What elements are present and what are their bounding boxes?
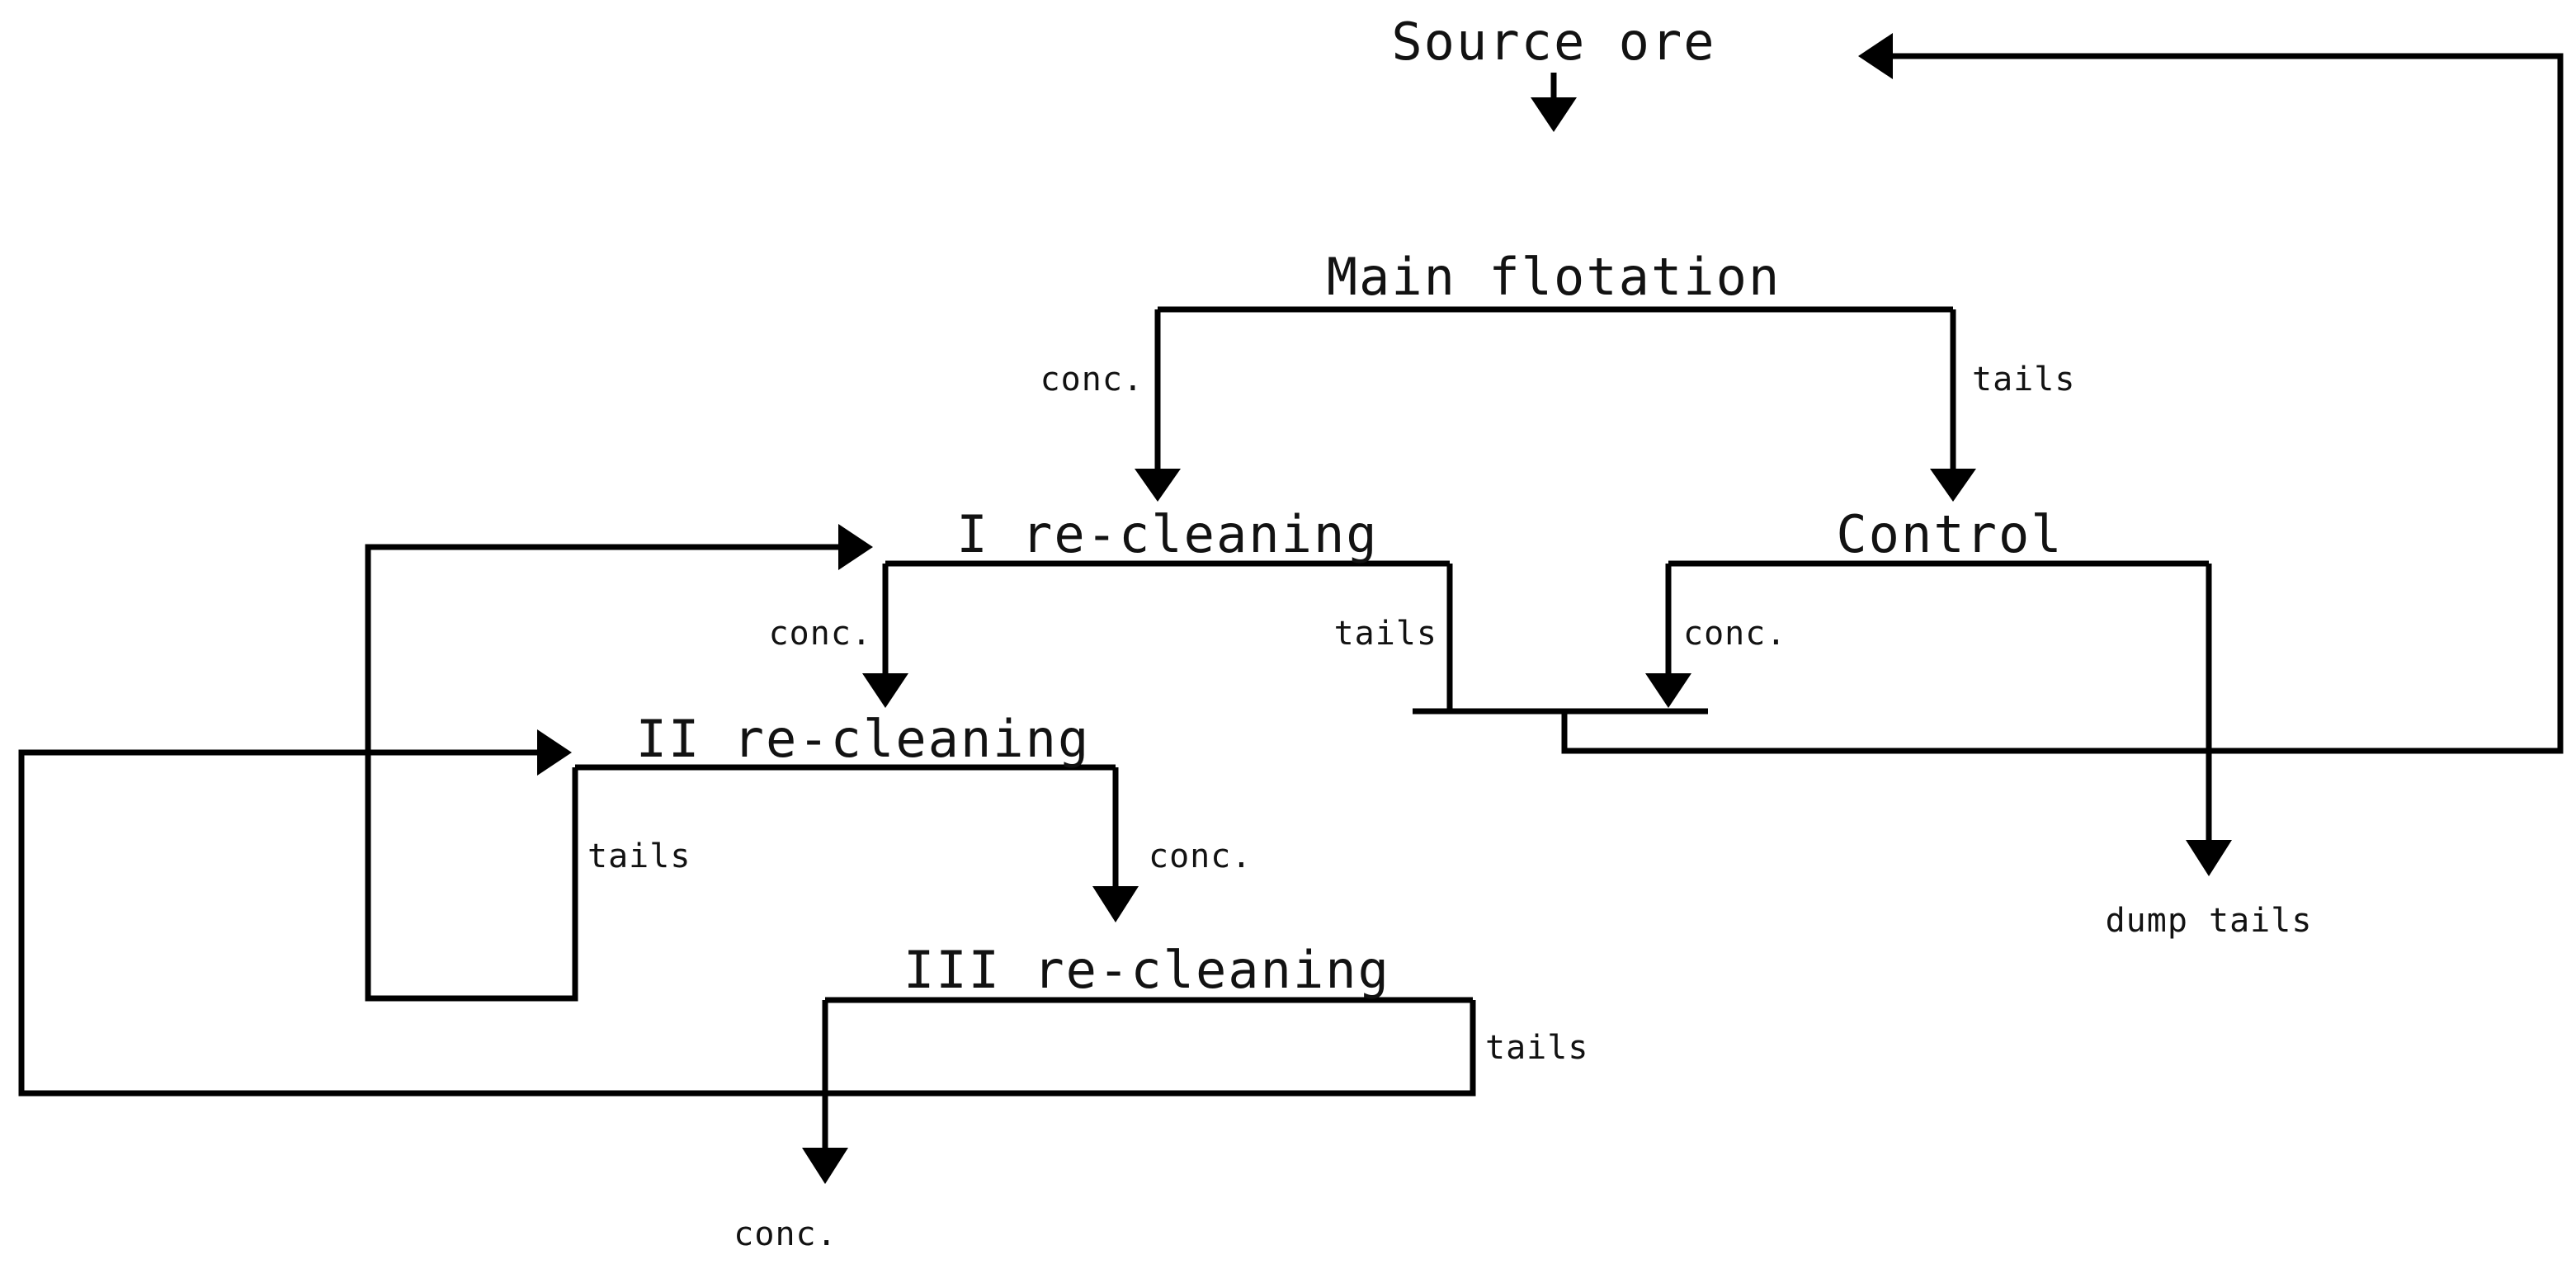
node-iii-recleaning: III re-cleaning [903,940,1390,1000]
node-ii-recleaning: II re-cleaning [636,709,1091,769]
edge-label-ii-conc: conc. [1149,837,1252,875]
flow-main-conc-to-i [1135,309,1181,502]
edge-label-control-conc: conc. [1683,615,1786,653]
flow-control-conc-to-junction [1645,564,1691,708]
edge-label-iii-tails: tails [1485,1029,1588,1067]
flow-iii-conc-final [802,1000,848,1184]
edge-label-i-tails: tails [1334,615,1437,653]
node-source-ore: Source ore [1391,12,1715,72]
flow-source-to-main [1531,73,1577,132]
flow-control-tails-to-dump [2186,564,2232,876]
node-control: Control [1836,504,2063,564]
flow-ii-tails-to-i [365,524,873,1002]
edge-label-i-conc: conc. [769,615,872,653]
node-main-flotation: Main flotation [1327,247,1781,307]
node-final-conc: conc. [734,1215,837,1253]
node-i-recleaning: I re-cleaning [956,504,1378,564]
flow-i-conc-to-ii [862,564,908,708]
edge-label-ii-tails: tails [587,837,691,875]
flow-recycle-to-source-ore [1561,33,2564,754]
flow-main-tails-to-control [1930,309,1976,502]
flow-ii-conc-to-iii [1092,767,1139,922]
edge-label-main-conc: conc. [1040,361,1144,399]
edge-label-main-tails: tails [1972,361,2075,399]
flow-iii-tails-to-ii [18,729,1476,1097]
node-dump-tails: dump tails [2106,902,2313,940]
